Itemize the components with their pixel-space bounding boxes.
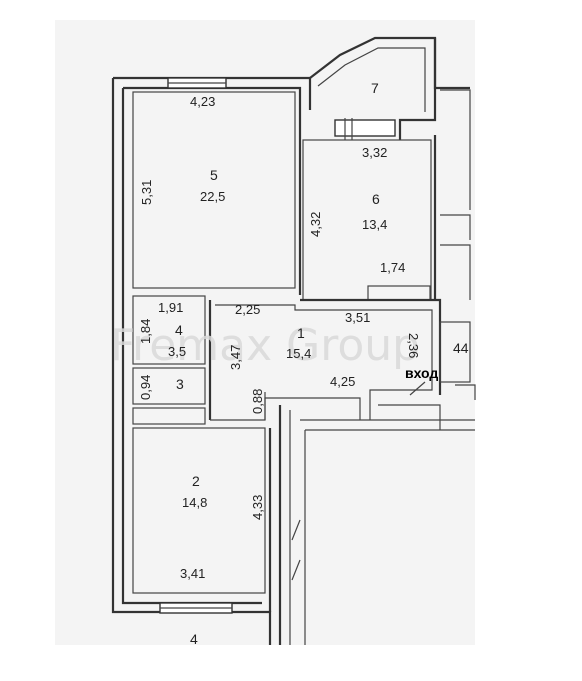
doors	[291, 381, 426, 581]
room-2-number: 2	[192, 473, 200, 489]
room-1-dim-e: 4,25	[330, 374, 355, 389]
room-5-area: 22,5	[200, 189, 225, 204]
room-2-dim-side: 4,33	[250, 495, 265, 520]
room-6-area: 13,4	[362, 217, 387, 232]
room-5: 4,23 5,31 5 22,5	[139, 94, 225, 205]
room-7-number: 7	[371, 80, 379, 96]
room-5-dim-top: 4,23	[190, 94, 215, 109]
watermark: Fremax Group	[110, 320, 420, 371]
window-room-6	[334, 119, 396, 137]
room-3: 0,94 3	[138, 375, 184, 400]
entrance-label: вход	[405, 365, 438, 381]
room-7: 7	[371, 80, 379, 96]
room-1-dim-d: 2,36	[406, 333, 421, 358]
room-1-dim-f: 0,88	[250, 389, 265, 414]
room-5-number: 5	[210, 167, 218, 183]
room-4-dim-side: 1,84	[138, 319, 153, 344]
room-2: 2 14,8 4,33 3,41	[180, 473, 265, 581]
room-4-dim-top: 1,91	[158, 300, 183, 315]
room-4: 1,91 1,84 4 3,5	[138, 300, 186, 359]
room-1-area: 15,4	[286, 346, 311, 361]
room-6-dim-bottom: 1,74	[380, 260, 405, 275]
room-1-number: 1	[297, 325, 305, 341]
room-3-number: 3	[176, 376, 184, 392]
room-6-dim-side: 4,32	[308, 212, 323, 237]
room-6-dim-top: 3,32	[362, 145, 387, 160]
room-4-number: 4	[175, 322, 183, 338]
windows	[159, 77, 396, 614]
room-44-number: 44	[453, 340, 469, 356]
room-below-number: 4	[190, 631, 198, 647]
room-5-dim-side: 5,31	[139, 180, 154, 205]
room-2-area: 14,8	[182, 495, 207, 510]
room-1-dim-c: 3,47	[228, 345, 243, 370]
room-6: 3,32 4,32 6 13,4 1,74	[308, 145, 405, 275]
room-3-dim-side: 0,94	[138, 375, 153, 400]
room-1-dim-a: 2,25	[235, 302, 260, 317]
room-2-dim-bottom: 3,41	[180, 566, 205, 581]
room-4-area: 3,5	[168, 344, 186, 359]
room-1-dim-b: 3,51	[345, 310, 370, 325]
room-1: 2,25 3,51 3,47 1 15,4 2,36 4,25 0,88	[228, 302, 421, 414]
room-6-number: 6	[372, 191, 380, 207]
